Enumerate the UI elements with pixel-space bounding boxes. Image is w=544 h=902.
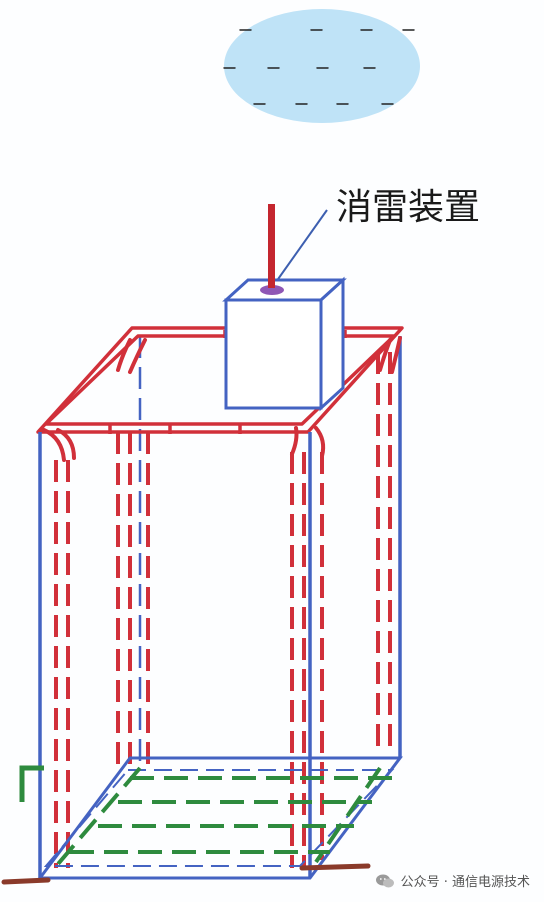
cloud-negative-charges xyxy=(223,29,415,105)
wechat-icon xyxy=(375,874,394,887)
ground-rod-left xyxy=(1,877,51,885)
frame-front-edges xyxy=(38,432,312,878)
device-contact-point xyxy=(260,285,284,295)
ground-connector-left xyxy=(19,765,44,802)
callout-label: 消雷装置 xyxy=(336,187,480,228)
thundercloud xyxy=(223,9,420,123)
lightning-eliminator-device xyxy=(222,204,347,412)
callout-leader-line xyxy=(275,209,328,283)
air-terminal-rod xyxy=(268,204,275,288)
watermark: 公众号 · 通信电源技术 xyxy=(375,871,530,890)
ground-rod-right xyxy=(299,863,371,871)
hidden-down-conductors xyxy=(116,352,392,768)
cloud-shape xyxy=(224,9,420,123)
ground-grid xyxy=(37,756,403,880)
front-down-conductors xyxy=(54,452,324,868)
roof-corner-elbows xyxy=(42,336,402,462)
device-side-face xyxy=(319,276,345,412)
ground-connectors xyxy=(1,765,371,885)
device-front-face xyxy=(224,298,323,410)
watermark-text: 公众号 · 通信电源技术 xyxy=(400,875,530,890)
ground-mesh-lines xyxy=(56,766,392,866)
roof-conductor-loop xyxy=(36,326,404,434)
device-callout: 消雷装置 xyxy=(275,187,480,283)
